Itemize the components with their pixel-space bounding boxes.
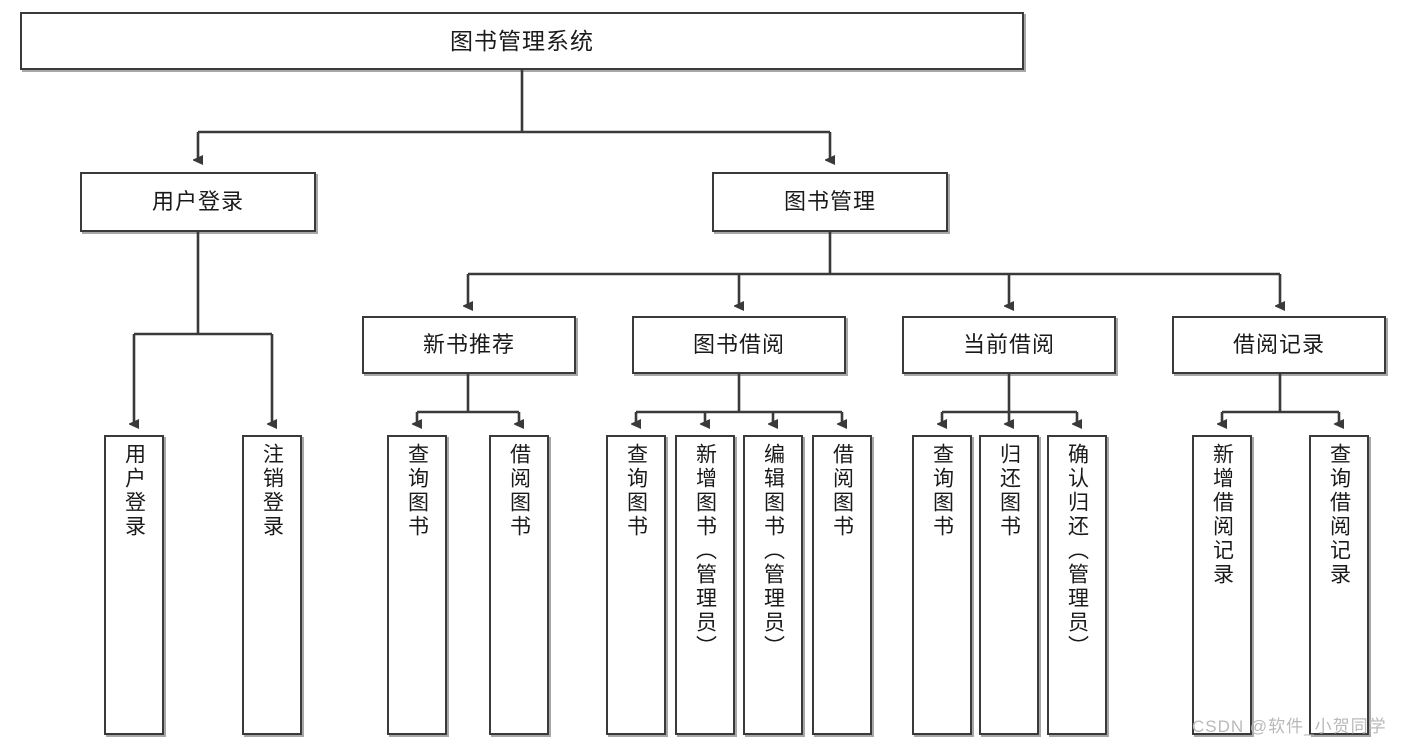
leaf-new-book-borrow-book[interactable]: 借阅图书 <box>489 435 549 735</box>
node-label: 查询图书 <box>624 443 648 539</box>
node-label: 图书借阅 <box>692 332 785 358</box>
leaf-user-login-logout[interactable]: 注销登录 <box>242 435 302 735</box>
node-label: 新增借阅记录 <box>1210 443 1234 587</box>
node-label: 查询图书 <box>930 443 954 539</box>
leaf-current-borrow-confirm-return-admin[interactable]: 确认归还（管理员） <box>1047 435 1107 735</box>
node-label: 用户登录 <box>151 189 244 215</box>
node-new-book-recommend[interactable]: 新书推荐 <box>362 316 576 374</box>
csdn-watermark: CSDN @软件_小贺同学 <box>1192 717 1387 736</box>
node-book-borrow[interactable]: 图书借阅 <box>632 316 846 374</box>
node-label: 图书管理系统 <box>450 27 594 54</box>
leaf-current-borrow-return-book[interactable]: 归还图书 <box>979 435 1039 735</box>
node-label: 查询图书 <box>405 443 429 539</box>
leaf-book-borrow-query-book[interactable]: 查询图书 <box>606 435 666 735</box>
node-book-management[interactable]: 图书管理 <box>712 172 948 232</box>
node-label: 归还图书 <box>997 443 1021 539</box>
node-label: 查询借阅记录 <box>1327 443 1351 587</box>
leaf-user-login-login[interactable]: 用户登录 <box>104 435 164 735</box>
node-label: 注销登录 <box>260 443 284 539</box>
node-label: 编辑图书（管理员） <box>761 443 785 659</box>
node-borrow-record[interactable]: 借阅记录 <box>1172 316 1386 374</box>
leaf-book-borrow-borrow-book[interactable]: 借阅图书 <box>812 435 872 735</box>
node-label: 新增图书（管理员） <box>693 443 717 659</box>
node-label: 当前借阅 <box>962 332 1055 358</box>
node-label: 借阅记录 <box>1232 332 1325 358</box>
node-label: 借阅图书 <box>830 443 854 539</box>
leaf-book-borrow-edit-book-admin[interactable]: 编辑图书（管理员） <box>743 435 803 735</box>
leaf-current-borrow-query-book[interactable]: 查询图书 <box>912 435 972 735</box>
node-label: 新书推荐 <box>422 332 515 358</box>
node-label: 借阅图书 <box>507 443 531 539</box>
leaf-new-book-query-book[interactable]: 查询图书 <box>387 435 447 735</box>
node-label: 图书管理 <box>783 189 876 215</box>
node-user-login[interactable]: 用户登录 <box>80 172 316 232</box>
leaf-book-borrow-add-book-admin[interactable]: 新增图书（管理员） <box>675 435 735 735</box>
leaf-borrow-record-add-record[interactable]: 新增借阅记录 <box>1192 435 1252 735</box>
leaf-borrow-record-query-record[interactable]: 查询借阅记录 <box>1309 435 1369 735</box>
node-current-borrow[interactable]: 当前借阅 <box>902 316 1116 374</box>
node-label: 用户登录 <box>122 443 146 539</box>
node-root-book-management-system[interactable]: 图书管理系统 <box>20 12 1024 70</box>
node-label: 确认归还（管理员） <box>1065 443 1089 659</box>
